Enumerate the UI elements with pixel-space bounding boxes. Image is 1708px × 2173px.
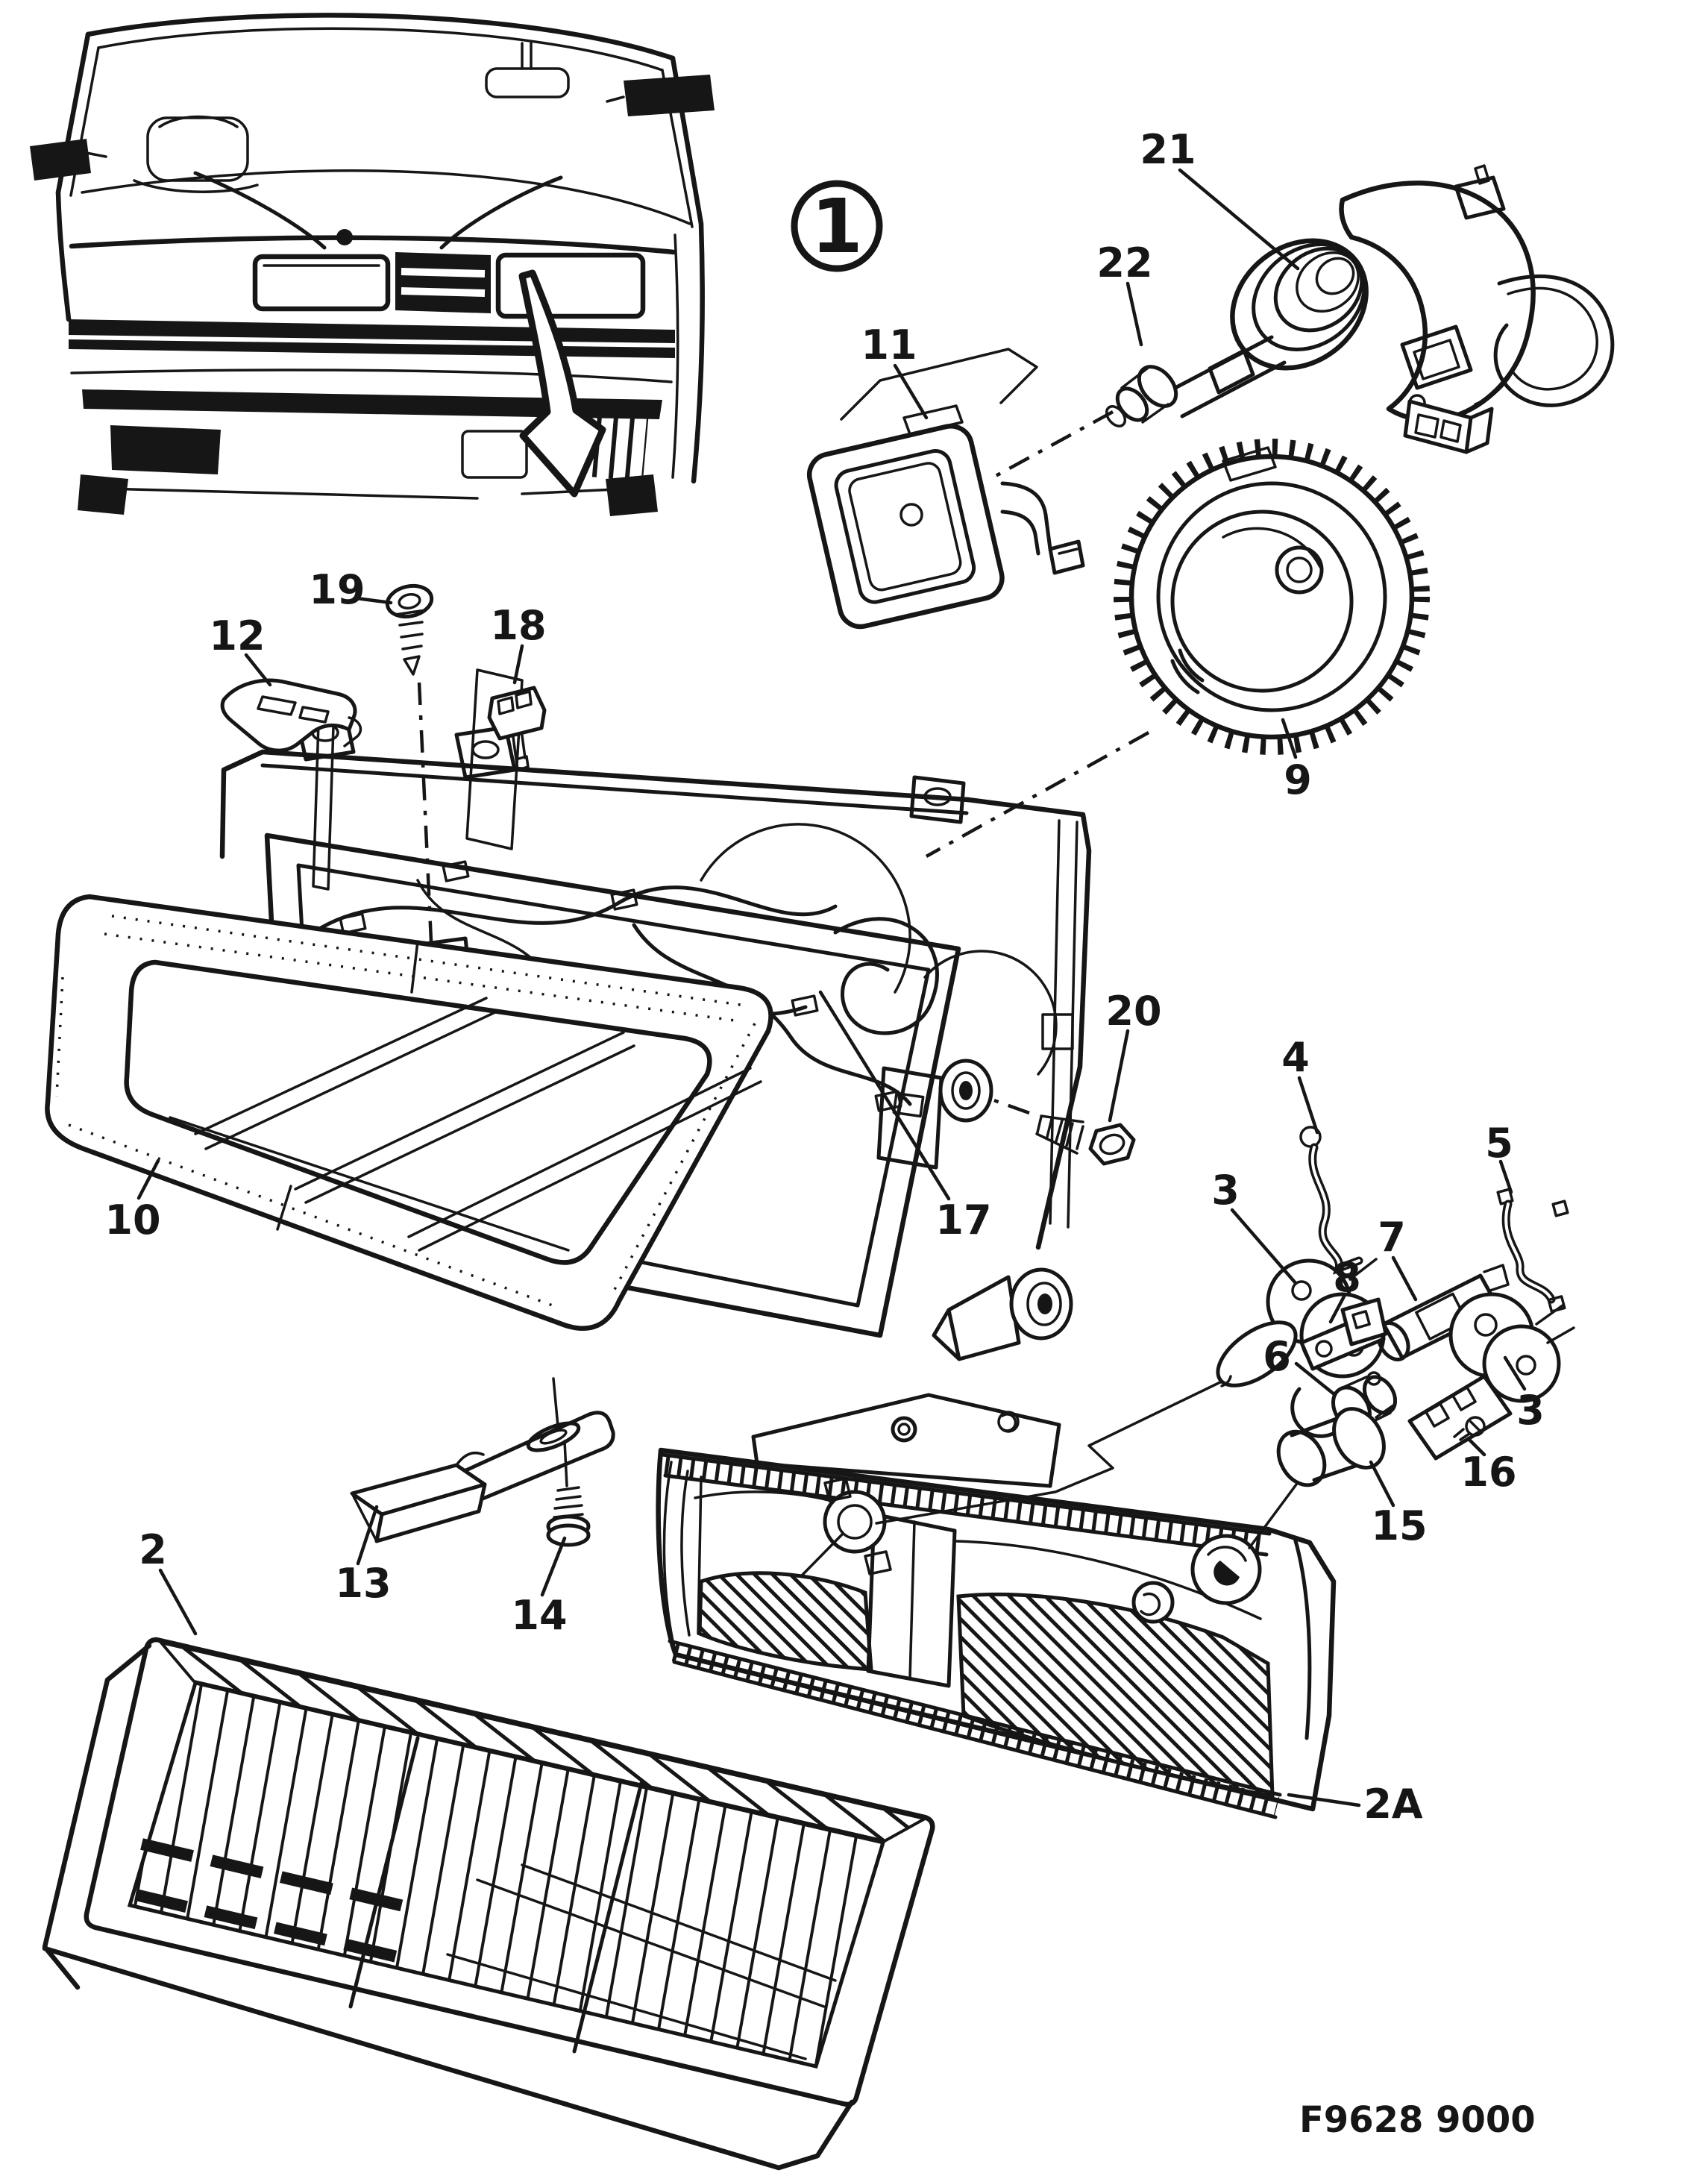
spring-clip-5 [1496,1188,1569,1313]
callout-20-label: 20 [1105,988,1161,1035]
figure-code: F9628 9000 [1299,2099,1536,2141]
reflector-insert-2a [656,1393,1337,1819]
clip-12 [220,678,362,753]
callout-11-label: 11 [861,322,917,369]
screw-20 [991,1097,1136,1166]
callout-18-label: 18 [490,602,546,649]
callout-14-label: 14 [511,1592,567,1639]
callout-21-label: 21 [1140,126,1196,173]
callout-10-label: 10 [104,1197,160,1244]
callout-17-label: 17 [935,1197,991,1244]
socket-assembly-axis [1248,1483,1298,1549]
bulb-assembly-axis [875,1380,1223,1525]
callout-labels: 2 2A 3 3 4 5 6 7 8 9 10 11 12 13 14 15 1… [104,126,1544,1828]
callout-2a-label: 2A [1363,1781,1423,1828]
callout-22-label: 22 [1096,239,1152,286]
callout-6-label: 6 [1263,1333,1291,1380]
spring-clip-4 [1299,1126,1363,1275]
callout-9-label: 9 [1284,756,1312,803]
callout-15-label: 15 [1371,1502,1427,1549]
callout-3-left-label: 3 [1211,1167,1240,1214]
callout-4-label: 4 [1281,1034,1310,1081]
adjuster-18 [487,686,547,771]
screw-16 [1453,1416,1486,1441]
callout-7-label: 7 [1378,1214,1406,1261]
callout-5-label: 5 [1485,1120,1513,1167]
callout-2-label: 2 [139,1526,167,1573]
car-front-view [30,13,715,516]
direction-arrow-icon [518,269,606,498]
bracket-13 [350,1377,615,1543]
assembly-marker-label: 1 [811,183,863,270]
callout-leader-lines [136,168,1527,1807]
lens-2 [42,1637,935,2171]
callout-16-label: 16 [1460,1449,1516,1496]
callout-12-label: 12 [209,612,265,659]
socket-15 [1276,1404,1395,1487]
assembly-circle-marker: 1 [791,180,883,272]
callout-8-label: 8 [1333,1254,1361,1301]
motor-assembly-axis [994,410,1114,477]
leveling-motor-21 [1167,164,1615,454]
seal-boot-11 [806,348,1085,630]
cap-assembly-axis [925,731,1150,858]
screw-14 [546,1440,591,1547]
bulb-cover-cap-9 [1114,439,1430,755]
callout-3-right-label: 3 [1516,1387,1545,1434]
bulb-holder-3-right [1407,1292,1575,1461]
callout-13-label: 13 [335,1560,391,1607]
callout-19-label: 19 [309,566,365,613]
gasket-frame-10 [45,894,773,1331]
adjuster-socket-22 [1105,365,1178,427]
clip-8 [1299,1297,1388,1371]
